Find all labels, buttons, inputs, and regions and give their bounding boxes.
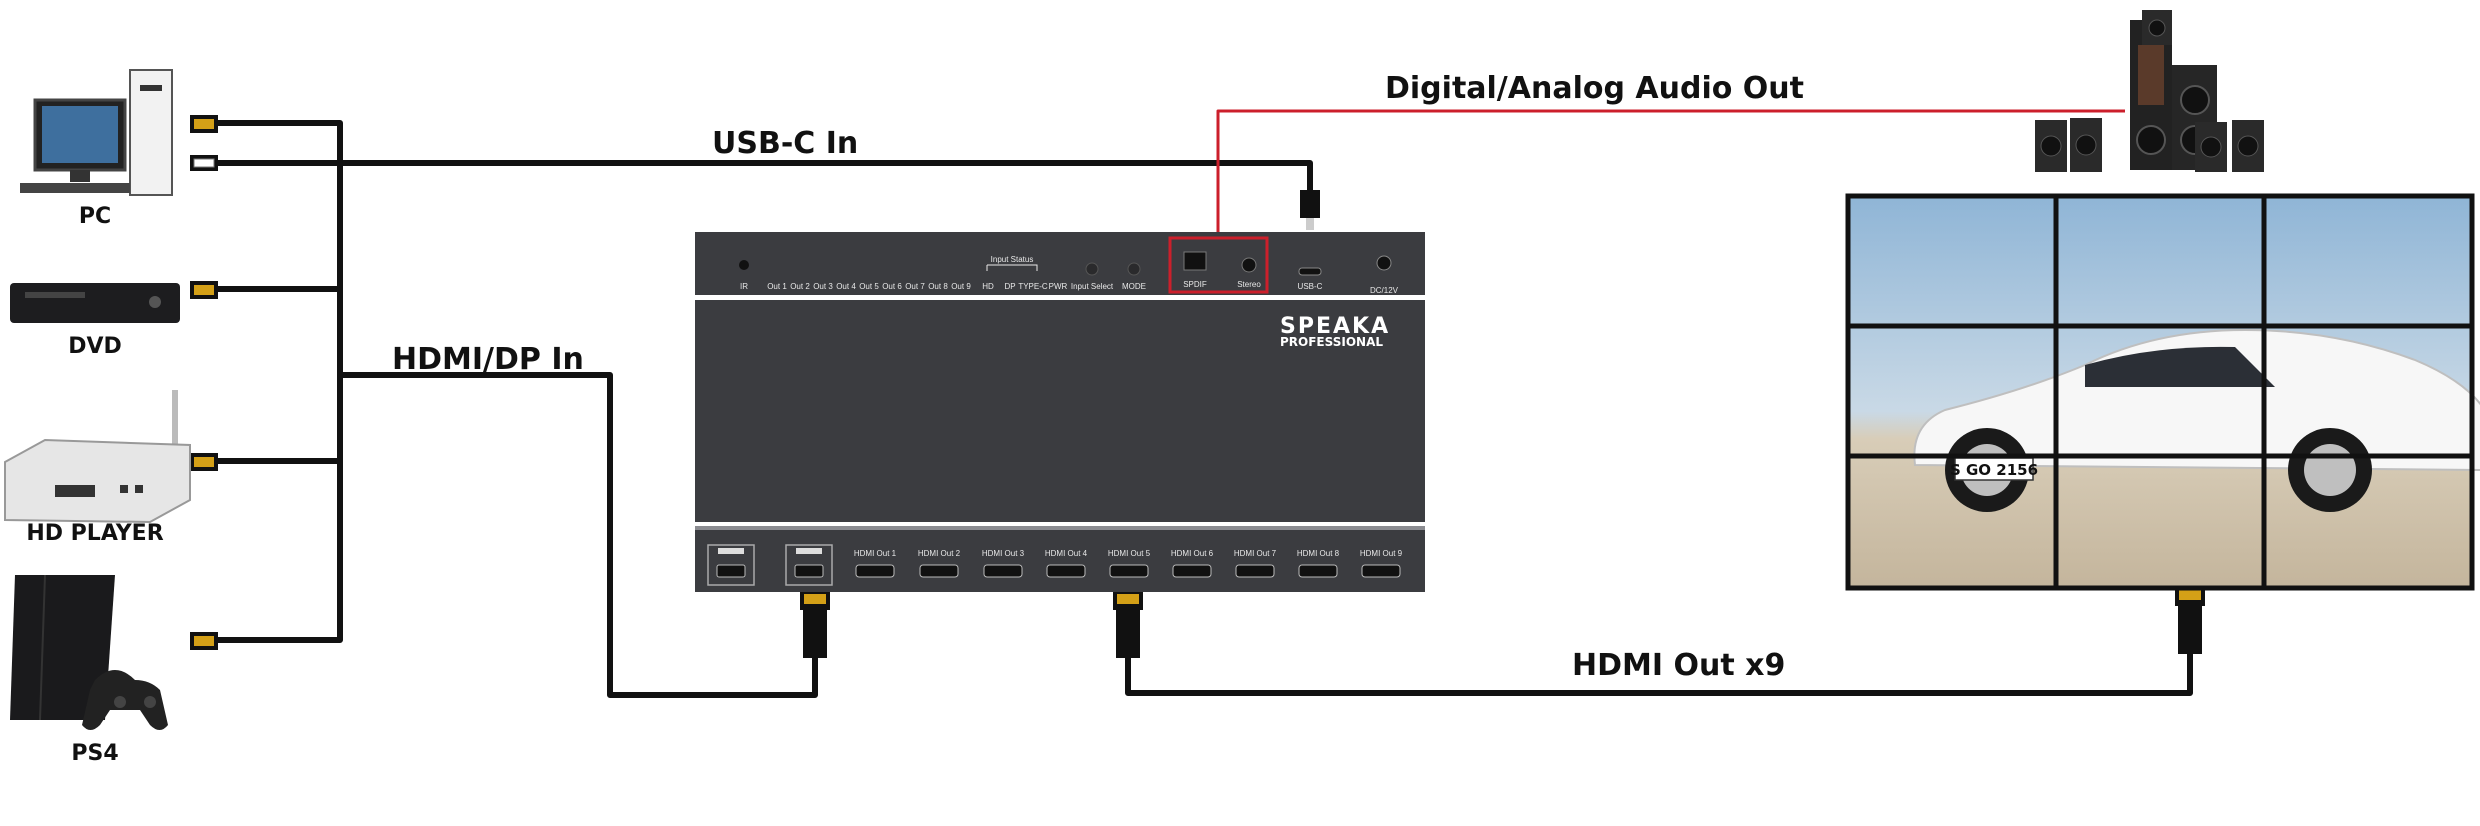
hdmi-vertical-plugs: [800, 588, 2205, 658]
usb-c-port: [1298, 267, 1322, 276]
hdmi-plug-icon: [190, 281, 218, 299]
out-led-label-7: Out 7: [905, 282, 925, 291]
hdmi-out-label-3: HDMI Out 3: [982, 549, 1025, 558]
spdif-label: SPDIF: [1183, 280, 1207, 289]
usb-plug-icon: [190, 155, 218, 171]
hdmi-in-cable: [340, 372, 818, 698]
ir-label: IR: [740, 282, 748, 291]
status-typec-label: TYPE-C: [1018, 282, 1048, 291]
hdmi-out-label-9: HDMI Out 9: [1360, 549, 1403, 558]
hdmi-out-ports: [855, 564, 1401, 578]
spdif-port: [1183, 251, 1207, 271]
out-led-label-1: Out 1: [767, 282, 787, 291]
video-wall-bezels: [1845, 193, 2475, 591]
media-player-icon: [4, 390, 191, 524]
license-plate: S GO 2156: [1950, 461, 2038, 479]
input-status-label: Input Status: [991, 255, 1034, 264]
input-select-button: [1085, 262, 1099, 276]
dvd-player-icon: [10, 283, 180, 323]
video-wall: S GO 2156: [1845, 193, 2480, 591]
audio-ports-highlight: [1168, 236, 1269, 294]
hdmi-out-cable: [1125, 640, 2193, 696]
pwr-label: PWR: [1049, 282, 1068, 291]
hdmi-plug-icon: [190, 115, 218, 133]
game-console-icon: [10, 574, 168, 730]
hdmi-in-port: [707, 544, 755, 586]
out-led-label-5: Out 5: [859, 282, 879, 291]
out-led-label-6: Out 6: [882, 282, 902, 291]
hdmi-plug-icon: [190, 632, 218, 650]
usb-c-plug-icon: [1300, 190, 1320, 230]
brand-sub: PROFESSIONAL: [1280, 335, 1383, 349]
dp-in-port: [785, 544, 833, 586]
source-label-dvd: DVD: [68, 334, 122, 359]
source-label-hd-player: HD PLAYER: [26, 521, 163, 546]
stereo-jack: [1241, 257, 1257, 273]
status-dp-label: DP: [1004, 282, 1015, 291]
ir-sensor: [739, 260, 749, 270]
matrix-switch-device: SPEAKA PROFESSIONAL IR Out 1 Out 2 Out 3…: [695, 232, 1425, 592]
hdmi-out-label-4: HDMI Out 4: [1045, 549, 1088, 558]
hdmi-out-label-5: HDMI Out 5: [1108, 549, 1151, 558]
audio-cable: [1216, 109, 2125, 248]
hdmi-plug-icon: [190, 453, 218, 471]
usb-c-cable: [218, 160, 1313, 190]
hdmi-dp-in-label: HDMI/DP In: [392, 342, 584, 377]
mode-label: MODE: [1122, 282, 1146, 291]
hdmi-out-label-2: HDMI Out 2: [918, 549, 961, 558]
usb-c-in-label: USB-C In: [712, 126, 858, 161]
device-front-panel: [695, 300, 1425, 522]
hdmi-out-label-1: HDMI Out 1: [854, 549, 897, 558]
source-plugs: [190, 115, 218, 650]
hdmi-out-label-6: HDMI Out 6: [1171, 549, 1214, 558]
input-select-label: Input Select: [1071, 282, 1114, 291]
audio-out-label: Digital/Analog Audio Out: [1385, 71, 1804, 106]
status-hd-label: HD: [982, 282, 994, 291]
out-led-label-4: Out 4: [836, 282, 856, 291]
cables: [205, 109, 2193, 698]
out-led-label-8: Out 8: [928, 282, 948, 291]
usb-c-port-label: USB-C: [1298, 282, 1323, 291]
stereo-label: Stereo: [1237, 280, 1261, 289]
pc-tower-icon: [20, 69, 173, 196]
out-led-label-9: Out 9: [951, 282, 971, 291]
hdmi-out-label-7: HDMI Out 7: [1234, 549, 1277, 558]
mode-button: [1127, 262, 1141, 276]
hdmi-out-label: HDMI Out x9: [1572, 648, 1785, 683]
device-top-panel: [695, 232, 1425, 295]
dc-jack: [1376, 255, 1392, 271]
hdmi-out-label-8: HDMI Out 8: [1297, 549, 1340, 558]
brand-logo: SPEAKA: [1280, 314, 1390, 339]
source-bus-cable: [205, 120, 343, 643]
out-led-label-3: Out 3: [813, 282, 833, 291]
speaker-system-icon: [2035, 10, 2264, 172]
dc-label: DC/12V: [1370, 286, 1399, 295]
source-label-ps4: PS4: [71, 741, 118, 766]
source-label-pc: PC: [79, 204, 111, 229]
out-led-label-2: Out 2: [790, 282, 810, 291]
device-port-panel: [695, 530, 1425, 592]
